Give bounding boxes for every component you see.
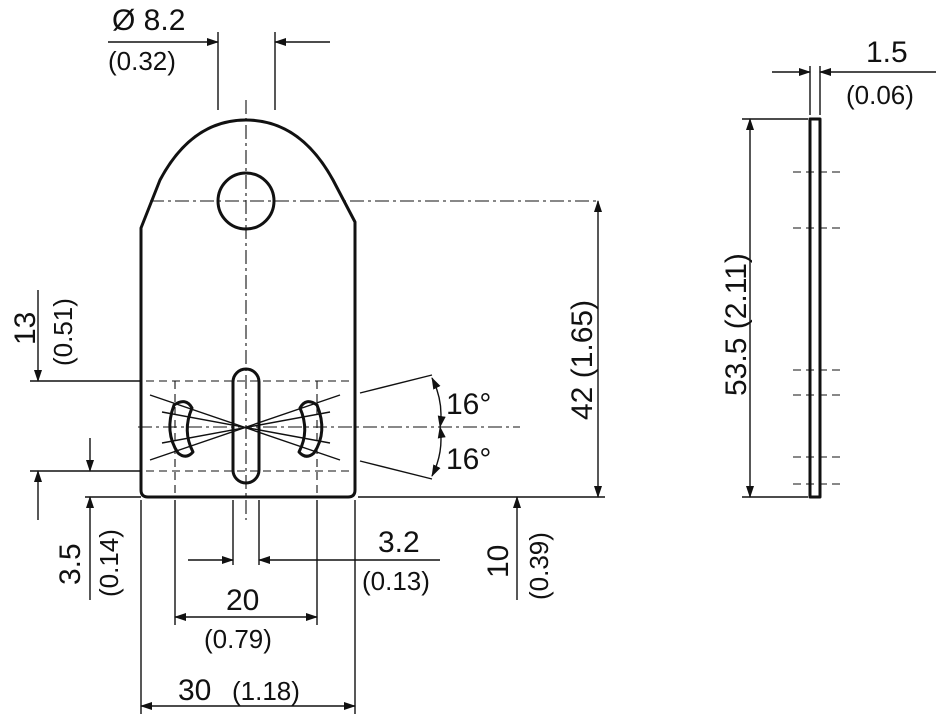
angle-bottom-label: 16°: [446, 443, 491, 476]
dim-13-inch-label: (0.51): [48, 298, 78, 366]
width-30-inch-label: (1.18): [232, 676, 300, 706]
dim-30: 30 (1.18): [140, 500, 356, 714]
dim-20-label: 20: [226, 584, 259, 617]
dim-10: 10 (0.39): [482, 496, 554, 600]
dim-20-inch-label: (0.79): [204, 624, 272, 654]
width-30-label: 30: [178, 674, 211, 707]
dim-height-42: 42 (1.65): [358, 200, 605, 498]
height-42-label: 42 (1.65): [566, 300, 599, 420]
bracket-outline: [139, 118, 357, 499]
dim-angles: 16° 16°: [359, 374, 491, 480]
dim-hole-diameter: Ø 8.2 (0.32): [108, 4, 330, 110]
hole-dia-inch-label: (0.32): [108, 46, 176, 76]
dim-3-5: 3.5 (0.14): [54, 438, 141, 600]
dim-13-label: 13: [9, 312, 42, 345]
dim-slot-width: 3.2 (0.13): [188, 500, 440, 596]
slot-width-label: 3.2: [378, 526, 420, 559]
dim-3-5-label: 3.5: [54, 543, 87, 585]
slot-width-inch-label: (0.13): [362, 566, 430, 596]
dim-3-5-inch-label: (0.14): [94, 529, 124, 597]
thickness-inch-label: (0.06): [846, 80, 914, 110]
side-profile: [808, 117, 822, 499]
front-view: [120, 100, 598, 520]
height-total-label: 53.5 (2.11): [720, 253, 753, 396]
angle-top-label: 16°: [446, 388, 491, 421]
hole-dia-label: Ø 8.2: [112, 4, 185, 37]
left-curved-slot: [168, 400, 195, 458]
side-view: 1.5 (0.06) 53.5 (2.11): [720, 36, 936, 499]
thickness-label: 1.5: [866, 36, 908, 69]
dim-10-inch-label: (0.39): [524, 532, 554, 600]
right-curved-slot: [297, 400, 324, 458]
dim-20: 20 (0.79): [174, 500, 318, 654]
dim-10-label: 10: [482, 545, 515, 578]
dim-13: 13 (0.51): [9, 290, 141, 520]
